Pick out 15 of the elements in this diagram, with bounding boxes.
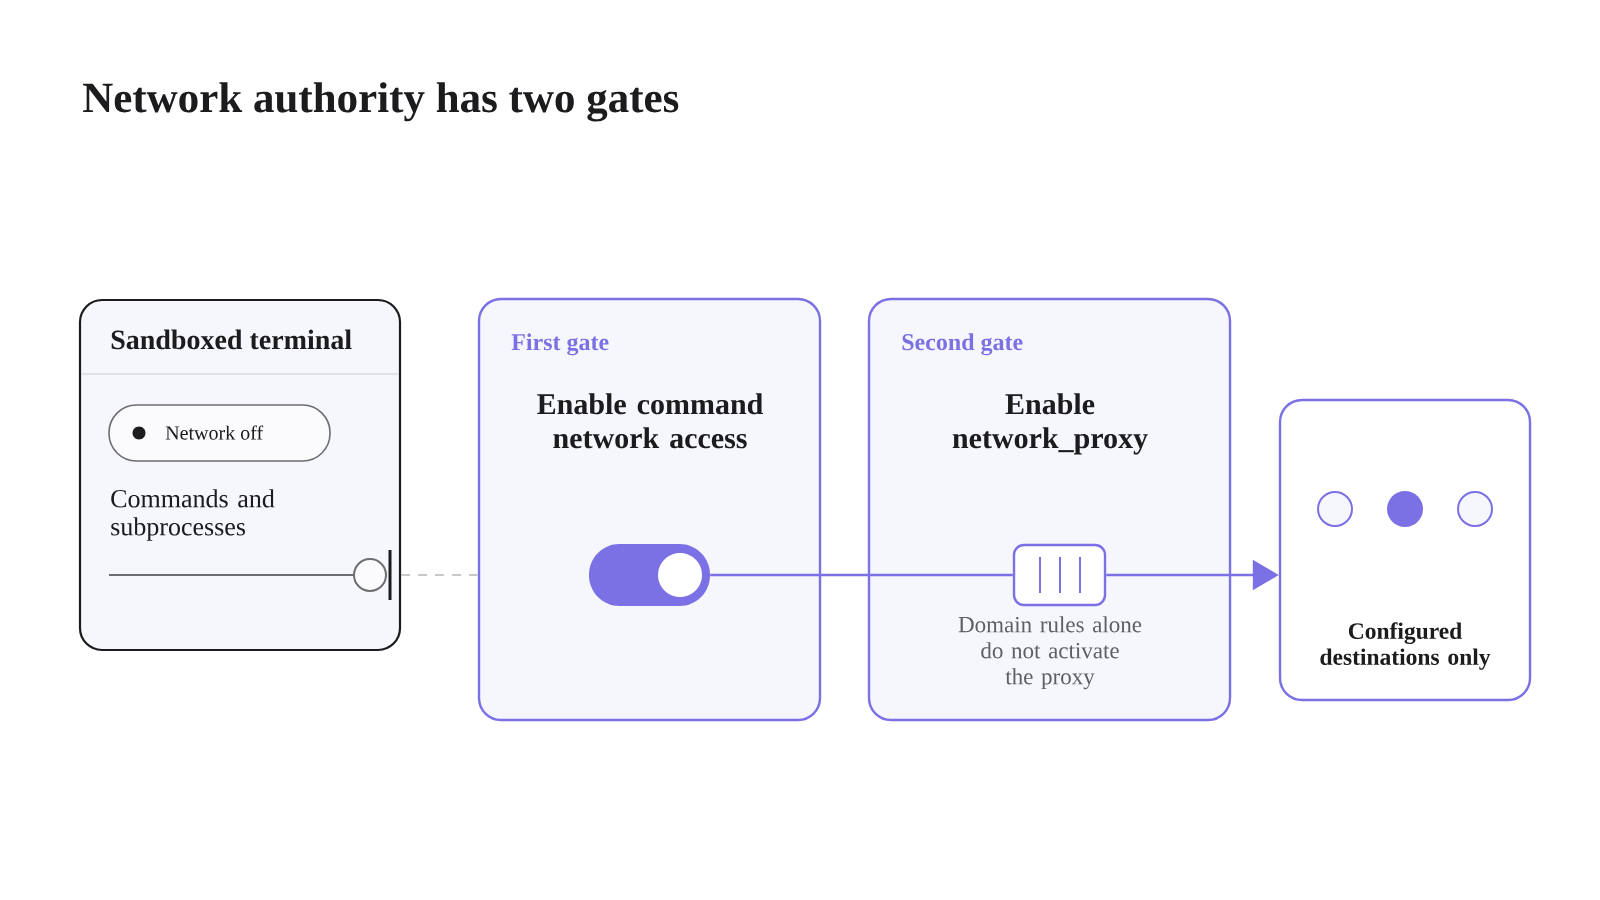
toggle-switch: [589, 544, 710, 606]
gate-card: [867, 297, 1232, 722]
gate-label: First gate: [511, 333, 609, 356]
card-heading: Sandboxed terminal: [111, 329, 352, 350]
gate-label: Second gate: [902, 333, 1023, 356]
card-title: Enable network_proxy: [952, 393, 1148, 455]
gate-card: [477, 297, 822, 722]
connector-line: [710, 573, 1013, 577]
card-title: Configured destinations only: [1320, 622, 1491, 670]
connector-line: [400, 574, 479, 576]
card-title: Enable command network access: [537, 393, 763, 449]
status-pill: Network off: [108, 404, 331, 462]
node-caption: Domain rules alone do not activate the proxy: [958, 616, 1142, 690]
title: Network authority has two gates: [83, 82, 679, 122]
card-text: Commands and subprocesses: [111, 489, 275, 541]
